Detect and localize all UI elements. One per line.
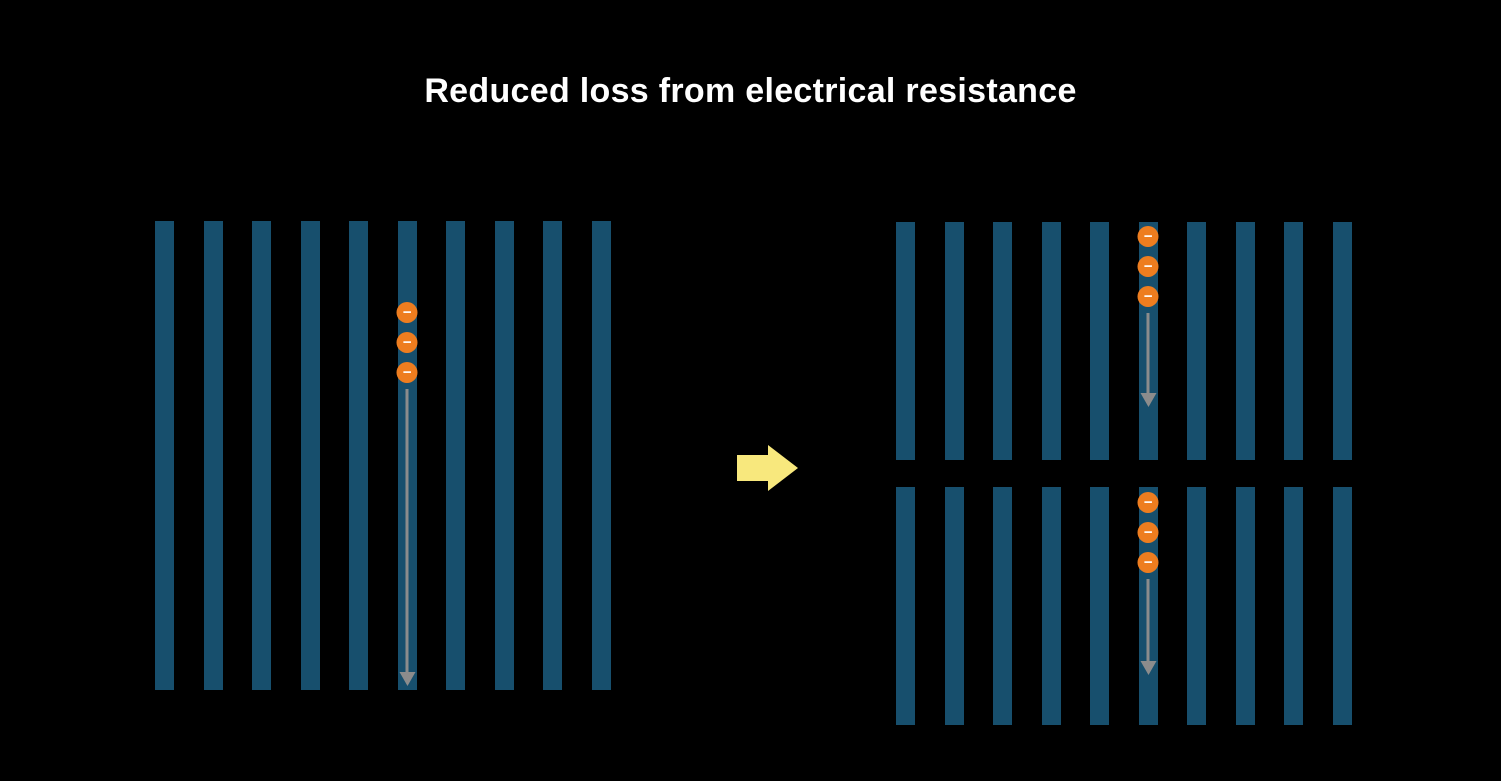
cell-bar [896, 222, 915, 460]
arrow-line [1146, 313, 1150, 393]
electron-group: − − − [1137, 226, 1159, 307]
electron-flow-track: − − − [1137, 487, 1159, 725]
cell-bar [1235, 222, 1255, 460]
electron-icon: − [396, 302, 418, 323]
electron-icon: − [396, 362, 418, 383]
arrow-tip [768, 445, 798, 491]
cell-bar [203, 221, 223, 690]
cell-bar [993, 487, 1013, 725]
cell-bar [944, 487, 964, 725]
electron-group: − − − [396, 302, 418, 383]
cell-bar [155, 221, 174, 690]
cell-bar [494, 221, 514, 690]
current-down-arrow-icon [1140, 579, 1157, 675]
cell-bar [591, 221, 611, 690]
transform-right-arrow-icon [737, 445, 798, 491]
electron-flow-track: − − − [1137, 222, 1159, 460]
cell-bar [1187, 222, 1207, 460]
arrow-head [399, 672, 416, 686]
arrow-shaft [737, 455, 768, 481]
cell-bar [1187, 487, 1207, 725]
cell-bar [446, 221, 466, 690]
panel-half-cell-bottom: − − − [896, 487, 1352, 725]
arrow-head [1140, 393, 1157, 407]
cell-bar [252, 221, 272, 690]
cell-bar [896, 487, 915, 725]
cell-bar [1090, 487, 1110, 725]
cell-bar [1041, 222, 1061, 460]
cell-bar [1090, 222, 1110, 460]
cell-bar [349, 221, 369, 690]
electron-icon: − [1137, 552, 1159, 573]
electron-icon: − [1137, 226, 1159, 247]
diagram-title: Reduced loss from electrical resistance [424, 72, 1077, 110]
arrow-line [405, 389, 409, 672]
electron-icon: − [396, 332, 418, 353]
electron-icon: − [1137, 286, 1159, 307]
electron-group: − − − [1137, 492, 1159, 573]
cell-bar [1041, 487, 1061, 725]
arrow-head [1140, 661, 1157, 675]
cell-bar [1284, 222, 1304, 460]
cell-bar [1332, 222, 1352, 460]
cell-bar-group [155, 221, 611, 690]
panel-uncut-cell: − − − [155, 221, 611, 690]
electron-icon: − [1137, 522, 1159, 543]
arrow-line [1146, 579, 1150, 661]
current-down-arrow-icon [399, 389, 416, 686]
cell-bar [1235, 487, 1255, 725]
cell-bar [1332, 487, 1352, 725]
cell-bar-group [896, 222, 1352, 460]
cell-bar [300, 221, 320, 690]
cell-bar [543, 221, 563, 690]
current-down-arrow-icon [1140, 313, 1157, 407]
cell-bar-group [896, 487, 1352, 725]
cell-bar [944, 222, 964, 460]
cell-bar [993, 222, 1013, 460]
electron-icon: − [1137, 256, 1159, 277]
electron-icon: − [1137, 492, 1159, 513]
electron-flow-track: − − − [396, 221, 418, 690]
cell-bar [1284, 487, 1304, 725]
panel-half-cell-top: − − − [896, 222, 1352, 460]
